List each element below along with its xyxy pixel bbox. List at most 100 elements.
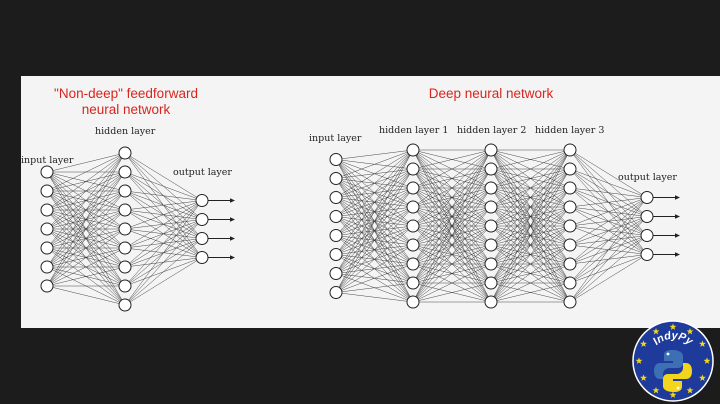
right-network-connection xyxy=(490,149,571,265)
left-title-line2: neural network xyxy=(81,102,171,117)
right-network-connection xyxy=(412,149,492,208)
left-network-neuron xyxy=(195,251,209,264)
left-network-connection xyxy=(124,257,203,306)
right-network-neuron xyxy=(563,143,577,157)
right-network-neuron xyxy=(329,267,343,280)
left-network-connection xyxy=(124,200,203,268)
right-network-connection xyxy=(335,149,414,217)
right-network-connection xyxy=(335,187,414,293)
right-network-neuron xyxy=(484,238,498,252)
right-network-connection xyxy=(490,187,571,303)
right-network-connection xyxy=(490,149,571,189)
left-network-connection xyxy=(46,190,126,287)
star-icon xyxy=(699,374,706,381)
right-network-neuron xyxy=(406,181,420,195)
star-icon xyxy=(699,340,706,347)
right-network-connection xyxy=(569,197,648,303)
right-network-connection xyxy=(490,263,571,303)
right-network-connection xyxy=(335,149,414,179)
right-network-connection xyxy=(569,168,648,198)
left-network-neuron xyxy=(195,213,209,226)
right-network-connection xyxy=(569,197,648,284)
left-network-neuron xyxy=(118,241,132,255)
right-network-neuron xyxy=(484,181,498,195)
right-network-connection xyxy=(569,197,648,246)
star-icon xyxy=(652,327,660,335)
right-network-connection xyxy=(335,263,414,293)
right-network-connection xyxy=(412,187,492,303)
star-icon xyxy=(640,340,647,347)
right-network-connection xyxy=(335,149,414,274)
right-network-connection xyxy=(569,197,648,265)
left-network-neuron xyxy=(40,279,54,293)
left-network-connection xyxy=(46,266,126,287)
left-network-neuron xyxy=(40,203,54,217)
left-network-connection xyxy=(124,219,203,306)
left-network-output-arrowhead xyxy=(230,198,235,203)
left-network-connection xyxy=(124,200,203,249)
left-network-connection xyxy=(46,228,126,287)
right-network-neuron xyxy=(406,295,420,309)
left-network-connection xyxy=(46,152,126,249)
right-network-connection xyxy=(335,206,414,293)
star-icon xyxy=(640,374,647,381)
left-network-neuron xyxy=(40,222,54,236)
right-network-connection xyxy=(335,244,414,293)
right-network-connection xyxy=(335,225,414,293)
left-network-layer-label: input layer xyxy=(21,155,74,166)
left-diagram-title: "Non-deep" feedforward neural network xyxy=(41,86,211,118)
left-network-neuron xyxy=(40,165,54,179)
right-network-connection xyxy=(569,149,648,198)
right-network-neuron xyxy=(563,238,577,252)
right-network-neuron xyxy=(563,219,577,233)
left-network-connection xyxy=(46,152,126,230)
left-title-line1: "Non-deep" feedforward xyxy=(54,86,198,101)
right-network-connection xyxy=(335,149,414,255)
right-network-neuron xyxy=(329,229,343,242)
right-network-neuron xyxy=(406,200,420,214)
right-network-neuron xyxy=(329,210,343,223)
right-network-connection xyxy=(412,225,492,303)
right-diagram-title: Deep neural network xyxy=(428,86,554,101)
star-icon xyxy=(635,357,643,364)
left-network-neuron xyxy=(118,184,132,198)
right-network-connection xyxy=(569,235,648,303)
right-network-neuron xyxy=(406,162,420,176)
left-network-neuron xyxy=(118,146,132,160)
star-icon xyxy=(703,357,711,364)
left-network-connection xyxy=(46,152,126,268)
right-network-neuron xyxy=(406,219,420,233)
right-network-neuron xyxy=(563,295,577,309)
left-network-connection xyxy=(124,238,203,306)
right-network-neuron xyxy=(563,162,577,176)
left-network-connection xyxy=(46,171,126,287)
right-network-layer-label: hidden layer 3 xyxy=(535,125,604,136)
left-network-connection xyxy=(124,200,203,306)
right-network-neuron xyxy=(484,276,498,290)
python-logo-icon xyxy=(654,350,692,392)
right-network-layer-label: input layer xyxy=(309,133,362,144)
right-network-neuron xyxy=(563,181,577,195)
right-network-neuron xyxy=(563,257,577,271)
right-network-connection xyxy=(335,282,414,293)
right-network-connection xyxy=(412,282,492,303)
right-network-connection xyxy=(569,197,648,208)
right-network-connection xyxy=(412,263,492,303)
left-network-neuron xyxy=(118,222,132,236)
right-network-neuron xyxy=(484,257,498,271)
right-network-connection xyxy=(490,149,571,284)
right-network-neuron xyxy=(329,191,343,204)
left-network-connection xyxy=(124,200,203,211)
right-network-output-arrowhead xyxy=(675,252,680,257)
right-network-neuron xyxy=(329,248,343,261)
left-network-connection xyxy=(124,200,203,287)
left-network-neuron xyxy=(40,260,54,274)
right-network-neuron xyxy=(484,143,498,157)
right-network-neuron xyxy=(563,276,577,290)
right-network-connection xyxy=(412,206,492,303)
left-network-layer-label: hidden layer xyxy=(95,126,156,137)
left-network-neuron xyxy=(195,232,209,245)
right-network-connection xyxy=(412,244,492,303)
left-network-connection xyxy=(46,285,126,306)
left-network-neuron xyxy=(40,184,54,198)
